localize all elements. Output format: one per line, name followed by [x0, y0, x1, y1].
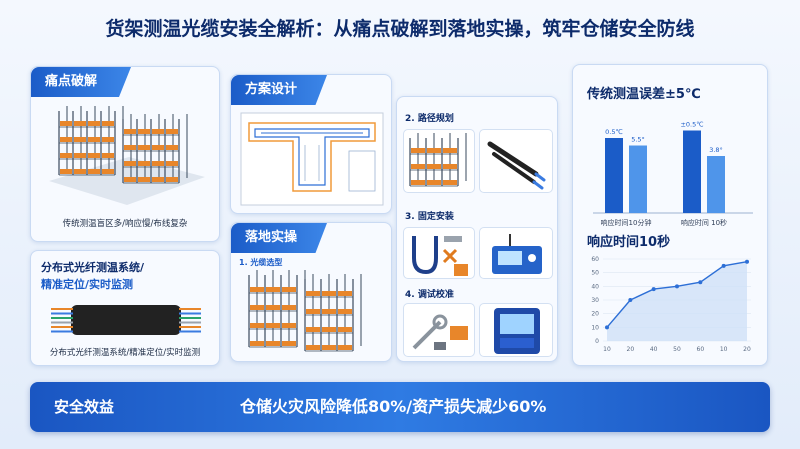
line-chart-title: 响应时间10秒	[587, 235, 671, 250]
bar	[605, 138, 623, 213]
line-point	[628, 298, 633, 302]
warehouse-rack-image	[49, 106, 205, 205]
bar	[707, 156, 725, 213]
step-fix: 3. 固定安装	[405, 212, 454, 222]
line-point	[745, 259, 749, 264]
pain-caption: 传统测温盲区多/响应慢/布线复杂	[62, 219, 188, 229]
x-tick-label: 40	[650, 346, 658, 353]
line-point	[675, 284, 679, 289]
route-cable-card	[479, 129, 553, 193]
line-point	[651, 287, 656, 292]
x-tick-label: 10	[603, 346, 611, 353]
rack-cable-image	[248, 270, 362, 352]
fiber-panel: 分布式光纤测温系统/ 精准定位/实时监测 分布式光纤测温系统/精准定位/实时监测	[30, 250, 220, 366]
bar-value-label: 5.5°	[631, 136, 645, 144]
line-point	[721, 263, 726, 268]
bar-category-label: 响应时间10分钟	[601, 218, 652, 227]
x-tick-label: 20	[627, 346, 635, 353]
pain-panel: 痛点破解 传统测温盲区多/响应慢/布线复杂	[30, 66, 220, 242]
y-tick-label: 50	[591, 270, 599, 277]
calib-device-card	[479, 303, 553, 357]
y-tick-label: 40	[591, 283, 599, 290]
chart-panel: 传统测温误差±5℃ 0.5℃ 5.5° 响应时间10分钟 ±0.5℃ 3.8° 响应时间 …	[572, 64, 768, 366]
step-route: 2. 路径规划	[405, 114, 454, 124]
impl-header: 落地实操	[231, 223, 327, 253]
design-header: 方案设计	[231, 75, 327, 105]
benefit-banner: 安全效益 仓储火灾风险降低80%/资产损失减少60%	[30, 382, 770, 432]
bar	[629, 145, 647, 213]
error-bar-chart: 0.5℃ 5.5° 响应时间10分钟 ±0.5℃ 3.8° 响应时间 10秒	[593, 121, 753, 227]
benefit-label: 安全效益	[54, 398, 115, 416]
benefit-value: 仓储火灾风险降低80%/资产损失减少60%	[240, 397, 547, 416]
response-line-chart: 0 10 20 30 40 50 60 10 20 40 50 60 10 20	[591, 256, 751, 353]
design-panel: 方案设计	[230, 74, 392, 214]
y-tick-label: 60	[591, 256, 599, 263]
impl-step-1: 1. 光缆选型	[239, 258, 283, 267]
fiber-title-2: 精准定位/实时监测	[41, 278, 134, 291]
step-calib: 4. 调试校准	[405, 290, 454, 300]
bar-value-label: 0.5℃	[605, 128, 623, 136]
line-area	[607, 261, 747, 341]
fiber-cable-image	[51, 305, 201, 335]
y-tick-label: 10	[591, 324, 599, 331]
bar-category-label: 响应时间 10秒	[681, 218, 727, 227]
steps-panel: 2. 路径规划 3. 固定安装 4. 调试校准	[396, 96, 558, 362]
fiber-title-1: 分布式光纤测温系统/	[41, 261, 145, 274]
bar-chart-title: 传统测温误差±5℃	[587, 87, 701, 102]
implementation-panel: 落地实操 1. 光缆选型	[230, 222, 392, 362]
pain-header: 痛点破解	[31, 67, 131, 97]
line-point	[605, 325, 609, 330]
calib-tools-card	[403, 303, 475, 357]
fiber-caption: 分布式光纤测温系统/精准定位/实时监测	[49, 348, 201, 358]
bar-value-label: 3.8°	[709, 146, 723, 154]
y-tick-label: 20	[591, 311, 599, 318]
fix-device-card	[479, 227, 553, 279]
page-title: 货架测温光缆安装全解析：从痛点破解到落地实操，筑牢仓储安全防线	[105, 18, 695, 40]
fix-tools-card	[403, 227, 475, 279]
cable-layout-diagram	[240, 112, 384, 206]
x-tick-label: 50	[673, 346, 681, 353]
x-tick-label: 20	[743, 346, 751, 353]
x-tick-label: 10	[720, 346, 728, 353]
line-point	[698, 280, 703, 285]
y-tick-label: 0	[595, 338, 599, 345]
route-rack-card	[403, 129, 475, 193]
x-tick-label: 60	[697, 346, 705, 353]
y-tick-label: 30	[591, 297, 599, 304]
bar	[683, 130, 701, 213]
bar-value-label: ±0.5℃	[680, 121, 703, 129]
